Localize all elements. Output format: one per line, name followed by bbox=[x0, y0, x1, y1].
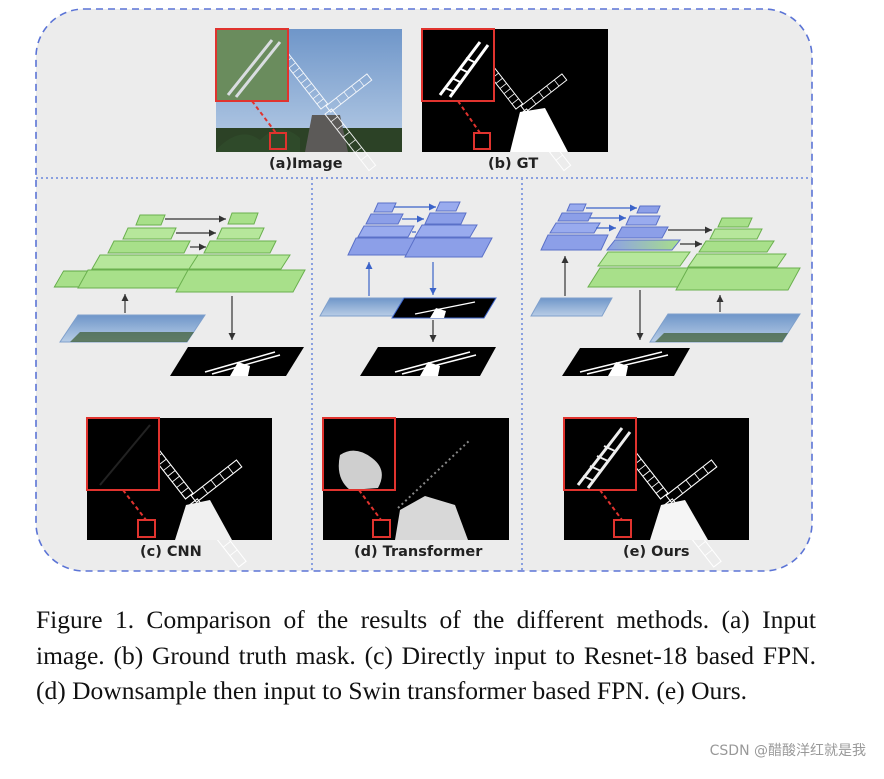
panel-d-diagram bbox=[319, 201, 497, 376]
panel-e-diagram bbox=[530, 203, 801, 376]
watermark: CSDN @醋酸洋红就是我 bbox=[709, 743, 866, 759]
panel-b-gt bbox=[421, 28, 608, 171]
panel-d-result bbox=[322, 417, 509, 540]
panel-c-label: (c) CNN bbox=[140, 544, 202, 560]
panel-c-diagram bbox=[53, 212, 306, 376]
panel-a-label: (a)Image bbox=[269, 156, 343, 172]
panel-b-label: (b) GT bbox=[488, 156, 538, 172]
figure-caption: Figure 1. Comparison of the results of t… bbox=[36, 605, 816, 705]
panel-d-label: (d) Transformer bbox=[354, 544, 483, 560]
panel-c-result bbox=[86, 417, 272, 568]
panel-e-result bbox=[563, 417, 749, 568]
panel-e-label: (e) Ours bbox=[623, 544, 690, 560]
panel-a-image bbox=[215, 28, 402, 171]
